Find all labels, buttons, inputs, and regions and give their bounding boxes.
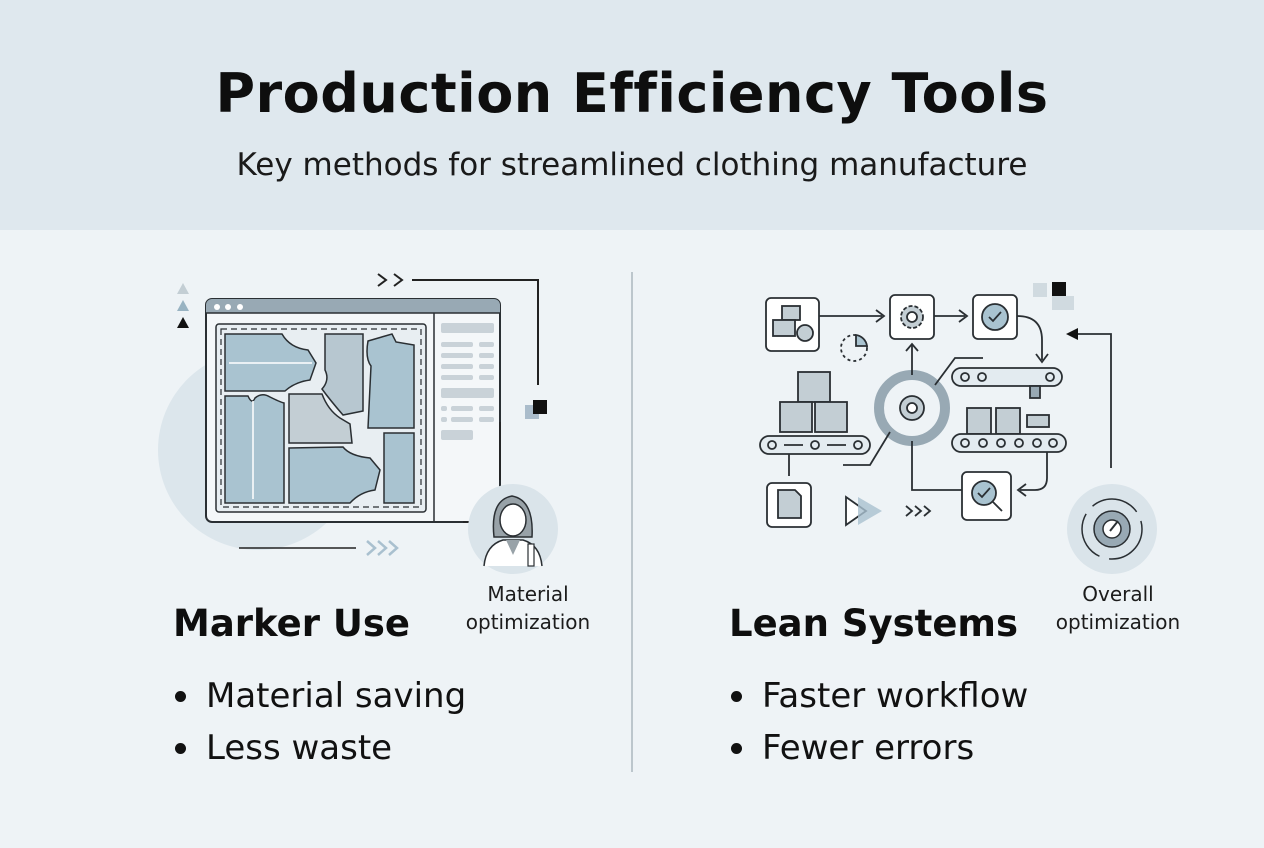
- bullet-dot: [731, 690, 742, 702]
- square-icon-dark: [533, 400, 547, 414]
- material-optimization-caption: Material optimization: [448, 580, 608, 636]
- measure-arrows: [229, 362, 312, 499]
- pattern-piece: [383, 432, 415, 504]
- lean-illustration: [759, 282, 1157, 574]
- page-subtitle: Key methods for streamlined clothing man…: [236, 147, 1028, 183]
- column-divider: [631, 272, 633, 772]
- lean-systems-heading: Lean Systems: [729, 602, 1019, 645]
- marker-use-bullets: Material saving Less waste: [175, 670, 466, 774]
- pattern-piece: [288, 446, 381, 504]
- caption-line: optimization: [1055, 610, 1181, 634]
- pattern-piece: [366, 333, 415, 429]
- overall-optimization-caption: Overall optimization: [1038, 580, 1198, 636]
- pattern-piece: [288, 393, 353, 444]
- marker-illustration: [158, 273, 558, 574]
- pattern-pieces: [224, 333, 415, 504]
- bullet-dot: [175, 742, 186, 754]
- lean-systems-bullets: Faster workflow Fewer errors: [731, 670, 1028, 774]
- bullet-item: Less waste: [175, 722, 466, 774]
- caption-line: Material: [487, 582, 569, 606]
- bullet-dot: [175, 690, 186, 702]
- connector-line: [412, 279, 539, 385]
- header-band: Production Efficiency Tools Key methods …: [0, 0, 1264, 230]
- triangle-icons: [177, 283, 189, 328]
- marker-use-heading: Marker Use: [173, 602, 411, 645]
- stacked-boxes-icon: [797, 371, 831, 403]
- pie-icon: [840, 334, 868, 362]
- optimization-gear-icon: [1067, 484, 1157, 574]
- caption-line: Overall: [1082, 582, 1154, 606]
- page-title: Production Efficiency Tools: [215, 62, 1049, 125]
- conveyor-top: [951, 367, 1063, 387]
- bullet-dot: [731, 742, 742, 754]
- pattern-piece: [321, 333, 364, 416]
- bullet-item: Faster workflow: [731, 670, 1028, 722]
- square-pair-icon: [1033, 282, 1074, 310]
- bullet-item: Fewer errors: [731, 722, 1028, 774]
- pattern-piece: [224, 394, 285, 504]
- worker-avatar-icon: [468, 484, 558, 574]
- chevron-triple-icon: [366, 540, 399, 556]
- conveyor-left: [759, 435, 871, 455]
- chevron-icon: [377, 273, 404, 287]
- caption-line: optimization: [465, 610, 591, 634]
- bullet-item: Material saving: [175, 670, 466, 722]
